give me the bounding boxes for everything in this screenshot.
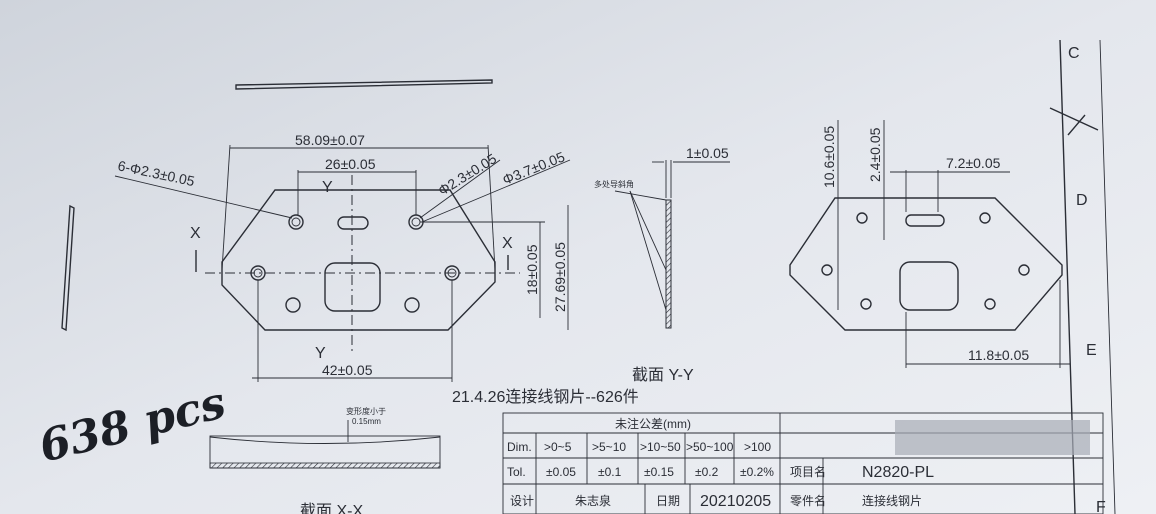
- dim-height-27: 27.69±0.05: [552, 242, 568, 312]
- border-letter-f: F: [1096, 499, 1106, 514]
- range-cell: >5~10: [592, 440, 626, 454]
- deformation-note: 变形度小于: [346, 406, 386, 416]
- project-value: N2820-PL: [862, 464, 934, 481]
- dim-bottom-spacing: 42±0.05: [322, 362, 373, 378]
- chamfer-note: 多处导斜角: [594, 179, 634, 189]
- tolerance-header: 未注公差(mm): [615, 416, 691, 431]
- tol-label: Tol.: [507, 465, 526, 479]
- blurred-region: [895, 420, 1090, 455]
- range-cell: >0~5: [544, 440, 572, 454]
- range-cell: >10~50: [640, 440, 681, 454]
- section-yy-view: 1±0.05 多处导斜角 截面 Y-Y: [594, 145, 730, 384]
- tolerance-cell: ±0.1: [598, 465, 622, 479]
- order-note: 21.4.26连接线钢片--626件: [452, 388, 639, 406]
- dim-label: Dim.: [507, 440, 532, 454]
- dim-right-10-6: 10.6±0.05: [821, 126, 837, 188]
- section-marker-x-left: X: [190, 225, 201, 242]
- section-xx-label: 截面 X-X: [300, 502, 363, 514]
- section-marker-x-right: X: [502, 235, 513, 252]
- plate-right-view: 10.6±0.05 2.4±0.05 7.2±0.05 11.8±0.05: [789, 120, 1070, 368]
- deformation-value: 0.15mm: [352, 417, 381, 426]
- tolerance-cell: ±0.2: [695, 465, 719, 479]
- dim-right-7-2: 7.2±0.05: [946, 155, 1001, 171]
- designer-value: 朱志泉: [575, 494, 611, 508]
- dim-right-11-8: 11.8±0.05: [968, 347, 1029, 363]
- part-value: 连接线钢片: [862, 493, 922, 508]
- dim-thickness: 1±0.05: [686, 145, 729, 161]
- tolerance-cell: ±0.05: [546, 465, 576, 479]
- range-cell: >100: [744, 440, 771, 454]
- border-letter-e: E: [1086, 342, 1097, 359]
- dim-overall-width: 58.09±0.07: [295, 132, 365, 148]
- section-xx-view: 变形度小于 0.15mm 截面 X-X: [209, 406, 441, 514]
- dim-right-2-4: 2.4±0.05: [867, 127, 883, 182]
- title-block: 未注公差(mm) Dim. Tol. >0~5 >5~10 >10~50 >50…: [502, 412, 1104, 514]
- date-value: 20210205: [700, 493, 771, 510]
- section-marker-y-top: Y: [322, 179, 333, 196]
- dim-hole-spacing-top: 26±0.05: [325, 156, 376, 172]
- part-label: 零件名: [790, 493, 826, 508]
- border-letter-d: D: [1076, 192, 1088, 209]
- designer-label: 设计: [510, 494, 534, 508]
- border-letter-c: C: [1068, 45, 1080, 62]
- tolerance-cell: ±0.2%: [740, 465, 774, 479]
- tolerance-cell: ±0.15: [644, 465, 674, 479]
- date-label: 日期: [656, 494, 680, 508]
- side-profile-left: [61, 204, 75, 332]
- dim-height-18: 18±0.05: [524, 244, 540, 295]
- section-marker-y-bottom: Y: [315, 345, 326, 362]
- section-yy-label: 截面 Y-Y: [632, 366, 694, 384]
- project-label: 项目名: [790, 464, 826, 479]
- range-cell: >50~100: [686, 440, 734, 454]
- top-side-view: [235, 79, 493, 90]
